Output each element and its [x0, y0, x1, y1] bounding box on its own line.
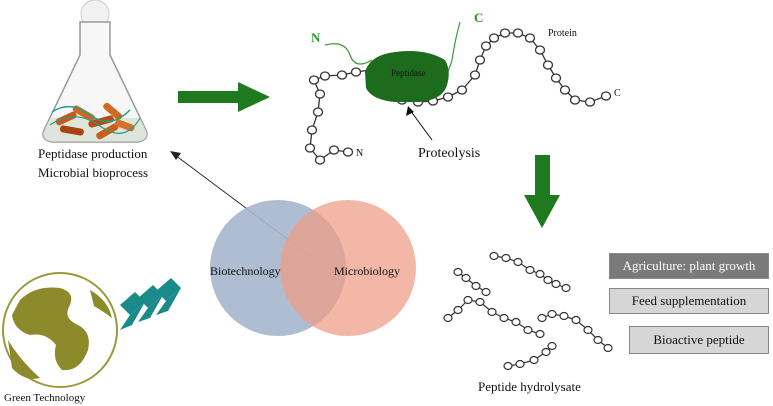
peptidase-label: Peptidase: [391, 68, 426, 78]
globe-icon: [2, 272, 118, 388]
proteolysis-pointer-head: [406, 106, 414, 116]
proteolysis-label: Proteolysis: [418, 146, 481, 161]
globe-label: Green Technology: [4, 392, 86, 404]
flow-arrow-down: [524, 155, 560, 228]
proteolysis-pointer: [409, 109, 433, 141]
flask-label-line1: Peptidase production: [38, 146, 148, 161]
venn-label-biotechnology: Biotechnology: [210, 264, 281, 278]
venn-circle-microbiology: [280, 200, 416, 336]
protein-chain: [304, 28, 612, 165]
green-c-terminus: C: [474, 10, 484, 25]
peptide-fragments: [443, 251, 613, 371]
protein-label: Protein: [548, 28, 577, 39]
venn-to-flask-arrowhead: [170, 151, 181, 160]
protein-c-terminus: C: [614, 88, 621, 99]
application-box-bioactive: Bioactive peptide: [629, 326, 769, 354]
chevron-arrows-icon: [120, 278, 181, 330]
green-n-terminus: N: [311, 30, 321, 45]
protein-n-terminus: N: [356, 148, 364, 159]
venn-label-microbiology: Microbiology: [334, 264, 400, 278]
flask-label-line2: Microbial bioprocess: [38, 165, 149, 180]
application-box-agriculture: Agriculture: plant growth: [609, 253, 769, 279]
application-box-feed: Feed supplementation: [609, 288, 769, 314]
microbe-cluster: [49, 102, 141, 140]
peptidase-enzyme: [365, 51, 449, 102]
hydrolysate-label: Peptide hydrolysate: [478, 379, 581, 394]
flask-icon: [42, 0, 148, 143]
flow-arrow-right: [178, 82, 270, 112]
green-n-strand: [324, 43, 373, 65]
